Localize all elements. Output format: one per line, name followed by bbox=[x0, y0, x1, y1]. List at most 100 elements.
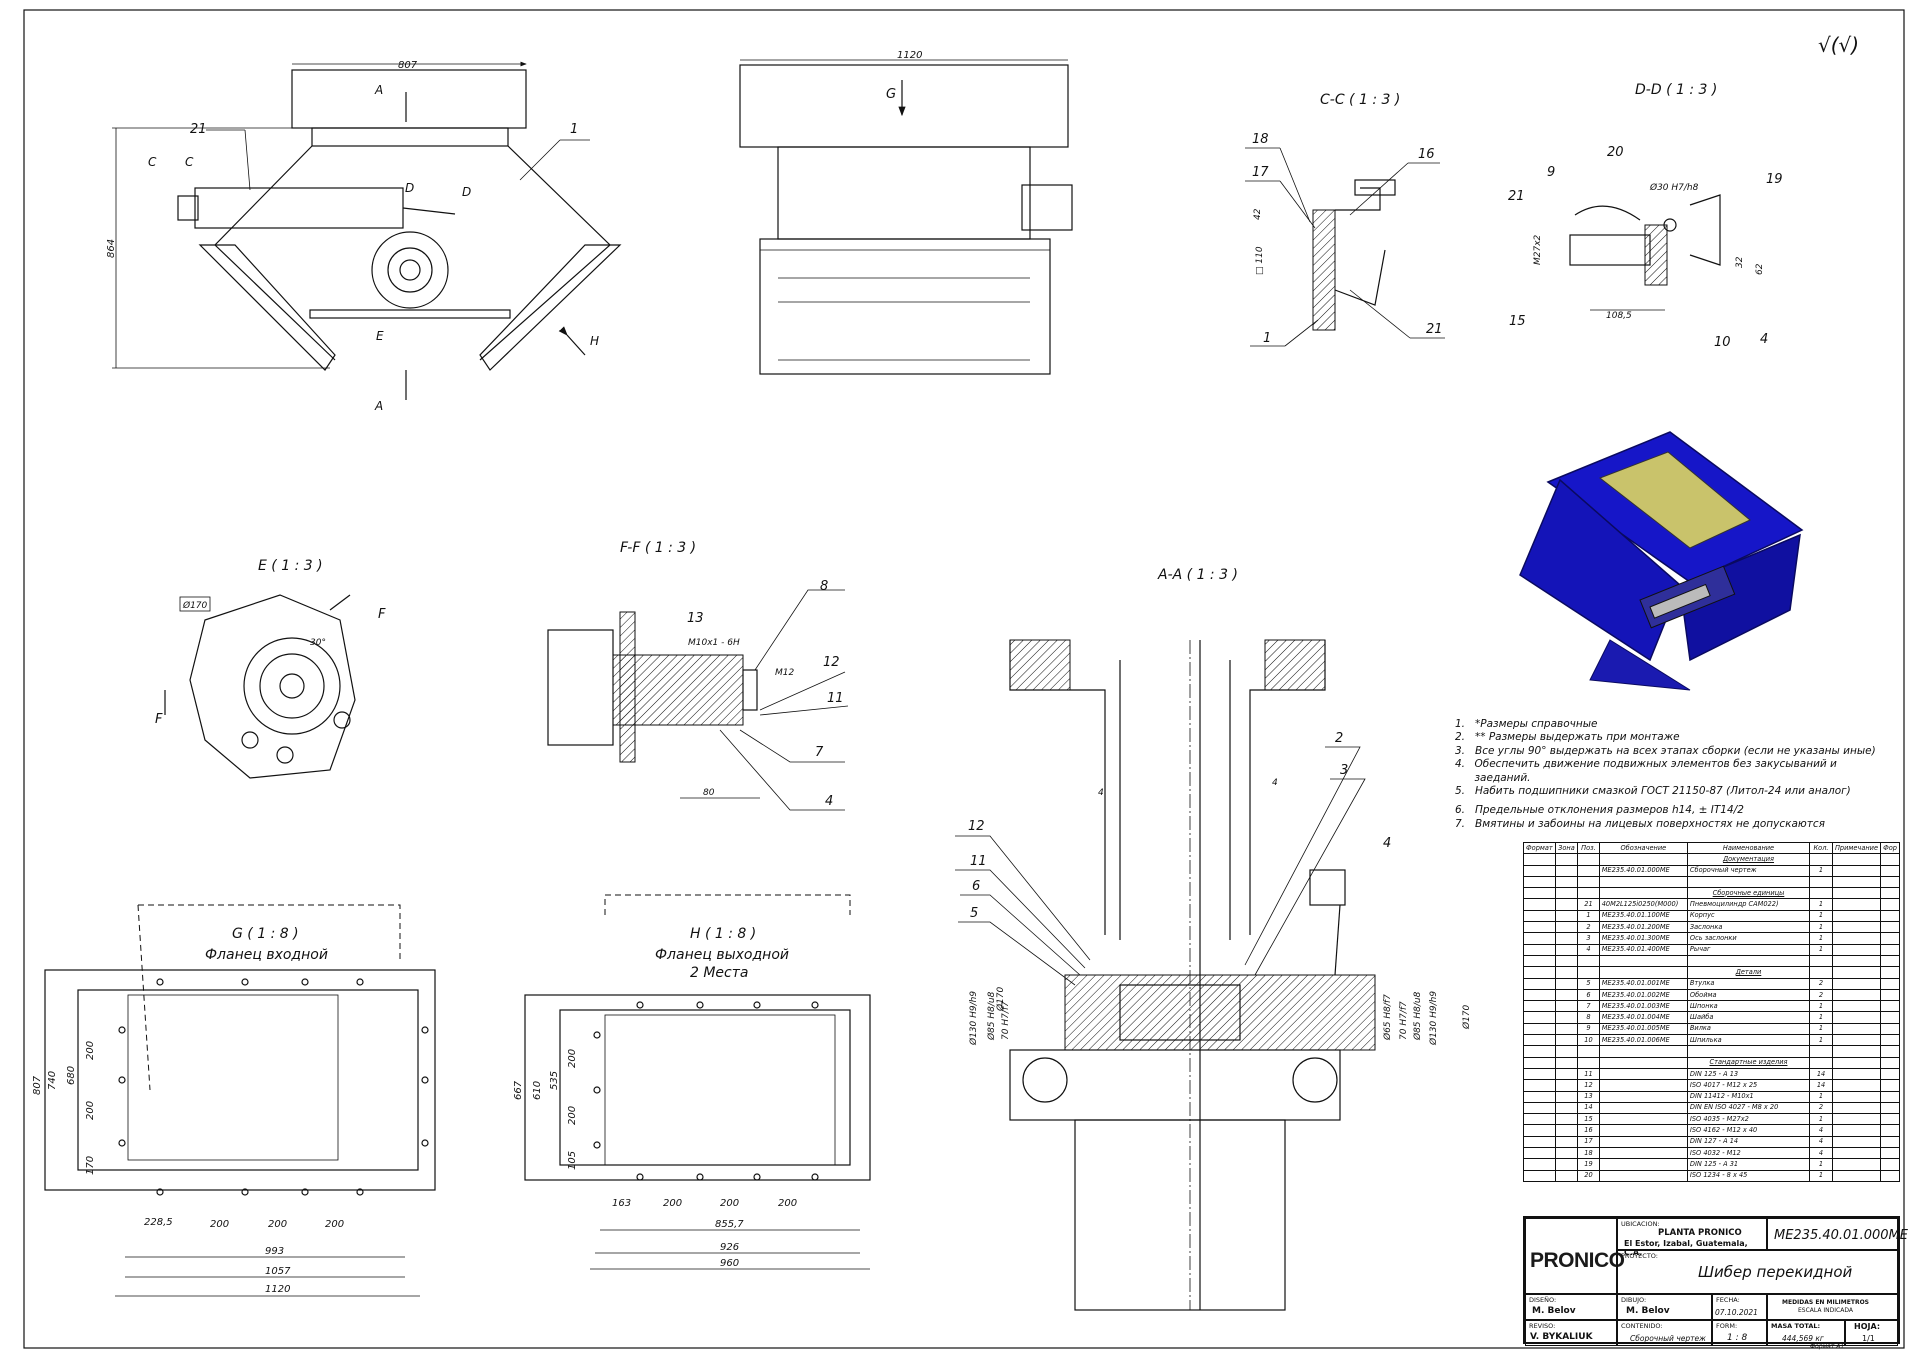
balloon-aa-11: 11 bbox=[970, 854, 987, 869]
dim-dd-32: 32 bbox=[1735, 256, 1745, 268]
view-dd: D-D ( 1 : 3 ) 20 9 19 21 15 10 4 Ø30 H7/… bbox=[1508, 82, 1783, 350]
spec-header-cell: Фор bbox=[1880, 841, 1900, 855]
note-item: 2.** Размеры выдержать при монтаже bbox=[1455, 731, 1885, 744]
spec-cell bbox=[1554, 921, 1579, 934]
spec-cell bbox=[1686, 954, 1811, 968]
dim-ff-m12: M12 bbox=[775, 668, 794, 678]
spec-cell: 1 bbox=[1809, 1034, 1833, 1047]
spec-cell: ME235.40.01.003ME bbox=[1598, 1000, 1688, 1013]
note-item: 5.Набить подшипники смазкой ГОСТ 21150-8… bbox=[1455, 785, 1885, 798]
spec-cell: ME235.40.01.200ME bbox=[1598, 921, 1688, 934]
spec-cell bbox=[1598, 954, 1688, 968]
spec-cell bbox=[1880, 943, 1900, 956]
spec-cell bbox=[1523, 1022, 1556, 1036]
spec-cell: 2 bbox=[1577, 921, 1600, 934]
spec-cell: 1 bbox=[1809, 909, 1833, 923]
spec-cell: 14 bbox=[1577, 1101, 1600, 1115]
spec-cell: 14 bbox=[1809, 1067, 1833, 1081]
note-text: *Размеры справочные bbox=[1475, 718, 1598, 730]
dim-g-200e: 200 bbox=[325, 1219, 344, 1230]
spec-row: Документация bbox=[1523, 853, 1900, 866]
spec-cell bbox=[1598, 1135, 1688, 1149]
marker-f-2: F bbox=[155, 712, 163, 727]
spec-cell: 2 bbox=[1809, 988, 1833, 1002]
spec-cell bbox=[1831, 875, 1882, 889]
dim-aa-4-l: 4 bbox=[1098, 788, 1104, 798]
spec-cell: Документация bbox=[1686, 853, 1811, 866]
spec-cell bbox=[1880, 853, 1900, 866]
marker-h: H bbox=[590, 334, 599, 348]
note-number: 4. bbox=[1455, 758, 1466, 771]
dim-h-960: 960 bbox=[720, 1258, 739, 1269]
note-item: 3.Все углы 90° выдержать на всех этапах … bbox=[1455, 745, 1885, 758]
spec-cell bbox=[1577, 1045, 1600, 1058]
dim-aa-d130-r: Ø130 H9/h9 bbox=[1428, 991, 1439, 1046]
spec-row: Стандартные изделия bbox=[1523, 1056, 1900, 1069]
dim-g-170: 170 bbox=[85, 1156, 96, 1175]
spec-cell bbox=[1598, 966, 1688, 979]
content-label: CONTENIDO: bbox=[1621, 1322, 1663, 1330]
note-item: 7.Вмятины и забоины на лицевых поверхнос… bbox=[1455, 818, 1885, 831]
spec-cell: 15 bbox=[1577, 1113, 1600, 1126]
spec-cell: ME235.40.01.006ME bbox=[1598, 1034, 1688, 1047]
spec-cell bbox=[1831, 1090, 1882, 1103]
dim-aa-d170-r: Ø170 bbox=[1461, 1004, 1472, 1030]
company-logo: PRONICO bbox=[1530, 1249, 1625, 1273]
spec-cell bbox=[1554, 966, 1579, 979]
spec-cell bbox=[1577, 853, 1600, 866]
spec-cell bbox=[1554, 1045, 1579, 1058]
date-label: FECHA: bbox=[1716, 1296, 1740, 1304]
balloon-ff-4: 4 bbox=[825, 794, 833, 809]
spec-cell bbox=[1554, 1022, 1579, 1036]
spec-cell: 1 bbox=[1809, 1022, 1833, 1036]
spec-cell bbox=[1554, 943, 1579, 956]
spec-cell: Стандартные изделия bbox=[1686, 1056, 1811, 1069]
spec-cell bbox=[1809, 1045, 1833, 1058]
spec-cell bbox=[1831, 1124, 1882, 1137]
mass-label: MASA TOTAL: bbox=[1771, 1322, 1821, 1330]
spec-cell: Детали bbox=[1686, 966, 1811, 979]
spec-cell bbox=[1523, 864, 1556, 877]
spec-cell bbox=[1880, 1022, 1900, 1036]
spec-cell bbox=[1880, 1135, 1900, 1149]
spec-cell bbox=[1554, 1000, 1579, 1013]
spec-row bbox=[1523, 1045, 1900, 1058]
spec-cell bbox=[1523, 898, 1556, 911]
main-view: 807 864 A A C C D D E H 21 1 bbox=[106, 60, 622, 413]
spec-cell bbox=[1831, 1158, 1882, 1171]
dim-dd-30: Ø30 H7/h8 bbox=[1649, 182, 1699, 193]
dim-dd-1085: 108,5 bbox=[1606, 311, 1632, 321]
title-e: E ( 1 : 3 ) bbox=[258, 558, 323, 574]
iso-view bbox=[1519, 431, 1804, 691]
spec-cell: 1 bbox=[1577, 909, 1600, 923]
spec-header-cell: Зона bbox=[1554, 841, 1579, 855]
dim-aa-d170-l: Ø170 bbox=[995, 986, 1006, 1012]
spec-cell: 1 bbox=[1809, 1000, 1833, 1013]
spec-cell bbox=[1523, 1101, 1556, 1115]
spec-cell: 3 bbox=[1577, 932, 1600, 945]
balloon-dd-20: 20 bbox=[1607, 145, 1624, 160]
dim-cc-110: □ 110 bbox=[1255, 246, 1265, 275]
sheet-cell: HOJA: 1/1 bbox=[1845, 1320, 1898, 1346]
spec-cell bbox=[1554, 977, 1579, 990]
note-number: 6. bbox=[1455, 804, 1466, 817]
spec-cell bbox=[1523, 1135, 1556, 1149]
note-text: Все углы 90° выдержать на всех этапах сб… bbox=[1475, 744, 1876, 757]
dim-h-163: 163 bbox=[612, 1198, 631, 1209]
dim-front-width: 1120 bbox=[897, 50, 922, 61]
spec-cell bbox=[1598, 1067, 1688, 1081]
spec-cell: ISO 4032 - M12 bbox=[1686, 1147, 1811, 1160]
spec-cell: 2 bbox=[1809, 977, 1833, 990]
spec-cell: DIN 125 - A 31 bbox=[1686, 1158, 1811, 1171]
spec-cell bbox=[1831, 1067, 1882, 1081]
spec-cell bbox=[1831, 977, 1882, 990]
spec-cell bbox=[1523, 932, 1556, 945]
spec-cell: DIN 127 - A 14 bbox=[1686, 1135, 1811, 1149]
spec-cell bbox=[1831, 898, 1882, 911]
title-g: G ( 1 : 8 ) bbox=[232, 926, 299, 942]
spec-cell bbox=[1831, 932, 1882, 945]
balloon-main-21: 21 bbox=[190, 122, 207, 137]
